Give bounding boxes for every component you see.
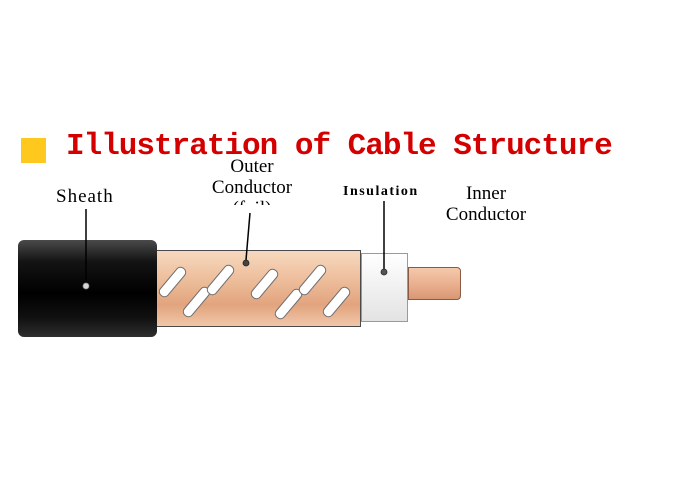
label-outer-line1: Outer <box>230 156 274 177</box>
label-inner-line1: Inner <box>465 183 507 204</box>
page-title: Illustration of Cable Structure <box>66 129 613 164</box>
cable-inner-conductor <box>408 267 461 300</box>
conductor-slot <box>296 262 329 298</box>
cable-sheath <box>18 240 157 337</box>
title-bullet-square <box>21 138 46 163</box>
cable-outer-conductor <box>155 250 361 327</box>
conductor-slot <box>320 284 353 320</box>
cable-insulation <box>361 253 408 322</box>
conductor-slot <box>204 262 237 298</box>
conductor-slot <box>248 266 281 302</box>
label-inner-conductor: Inner Conductor <box>428 183 544 225</box>
label-outer-line3-clipped: (foil) <box>202 198 302 205</box>
label-insulation: Insulation <box>343 184 419 199</box>
label-sheath: Sheath <box>56 186 114 207</box>
conductor-slot <box>156 264 189 300</box>
label-outer-conductor: Outer Conductor (foil) <box>202 156 302 205</box>
label-outer-line2: Conductor <box>211 177 293 198</box>
label-inner-line2: Conductor <box>445 204 527 225</box>
